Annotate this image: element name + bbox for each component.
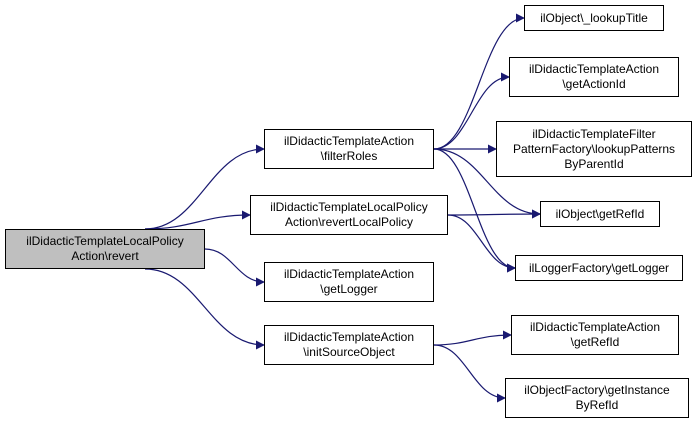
- node-get-ref-id-action[interactable]: ilDidacticTemplateAction \getRefId: [511, 315, 679, 355]
- node-lookup-patterns[interactable]: ilDidacticTemplateFilter PatternFactory\…: [496, 121, 692, 177]
- node-init-source-object-label: ilDidacticTemplateAction \initSourceObje…: [283, 330, 415, 359]
- edge-revert-to-getLoggerAction: [204, 248, 265, 287]
- node-get-instance-by-ref-id-label: ilObjectFactory\getInstance ByRefId: [524, 383, 670, 412]
- node-init-source-object[interactable]: ilDidacticTemplateAction \initSourceObje…: [264, 325, 434, 365]
- node-get-logger-action[interactable]: ilDidacticTemplateAction \getLogger: [264, 262, 434, 302]
- node-get-ref-id-object[interactable]: ilObject\getRefId: [540, 201, 660, 227]
- node-get-ref-id-action-label: ilDidacticTemplateAction \getRefId: [529, 320, 661, 349]
- edge-initSourceObject-to-getRefIdAction: [433, 330, 512, 346]
- node-filter-roles-label: ilDidacticTemplateAction \filterRoles: [283, 134, 415, 163]
- edge-revertLocalPolicy-to-getLoggerFactory: [447, 214, 516, 273]
- node-revert-local-policy[interactable]: ilDidacticTemplateLocalPolicy Action\rev…: [250, 195, 448, 235]
- node-get-action-id[interactable]: ilDidacticTemplateAction \getActionId: [509, 57, 679, 97]
- node-get-logger-action-label: ilDidacticTemplateAction \getLogger: [283, 267, 415, 296]
- node-revert-local-policy-label: ilDidacticTemplateLocalPolicy Action\rev…: [270, 200, 428, 229]
- edge-revert-to-filterRoles: [144, 144, 265, 230]
- edge-revertLocalPolicy-to-getRefIdObject: [447, 209, 541, 219]
- edge-filterRoles-to-lookupTitle: [433, 13, 525, 150]
- node-lookup-patterns-label: ilDidacticTemplateFilter PatternFactory\…: [512, 126, 676, 171]
- edge-revert-to-initSourceObject: [144, 268, 265, 350]
- node-lookup-title[interactable]: ilObject\_lookupTitle: [524, 5, 664, 31]
- node-lookup-title-label: ilObject\_lookupTitle: [540, 10, 648, 25]
- node-get-logger-factory[interactable]: ilLoggerFactory\getLogger: [515, 255, 683, 281]
- edge-initSourceObject-to-getInstanceByRefId: [433, 344, 506, 403]
- edge-filterRoles-to-getActionId: [433, 72, 510, 150]
- node-get-logger-factory-label: ilLoggerFactory\getLogger: [528, 260, 670, 275]
- edge-revert-to-revertLocalPolicy: [144, 210, 251, 230]
- node-get-instance-by-ref-id[interactable]: ilObjectFactory\getInstance ByRefId: [505, 378, 689, 418]
- node-revert-label: ilDidacticTemplateLocalPolicy Action\rev…: [26, 234, 184, 263]
- edge-filterRoles-to-getLoggerFactory: [433, 148, 516, 273]
- node-filter-roles[interactable]: ilDidacticTemplateAction \filterRoles: [264, 129, 434, 169]
- node-get-ref-id-object-label: ilObject\getRefId: [555, 206, 645, 221]
- node-get-action-id-label: ilDidacticTemplateAction \getActionId: [528, 62, 660, 91]
- node-revert[interactable]: ilDidacticTemplateLocalPolicy Action\rev…: [5, 229, 205, 269]
- edge-filterRoles-to-getRefIdObject: [433, 148, 541, 219]
